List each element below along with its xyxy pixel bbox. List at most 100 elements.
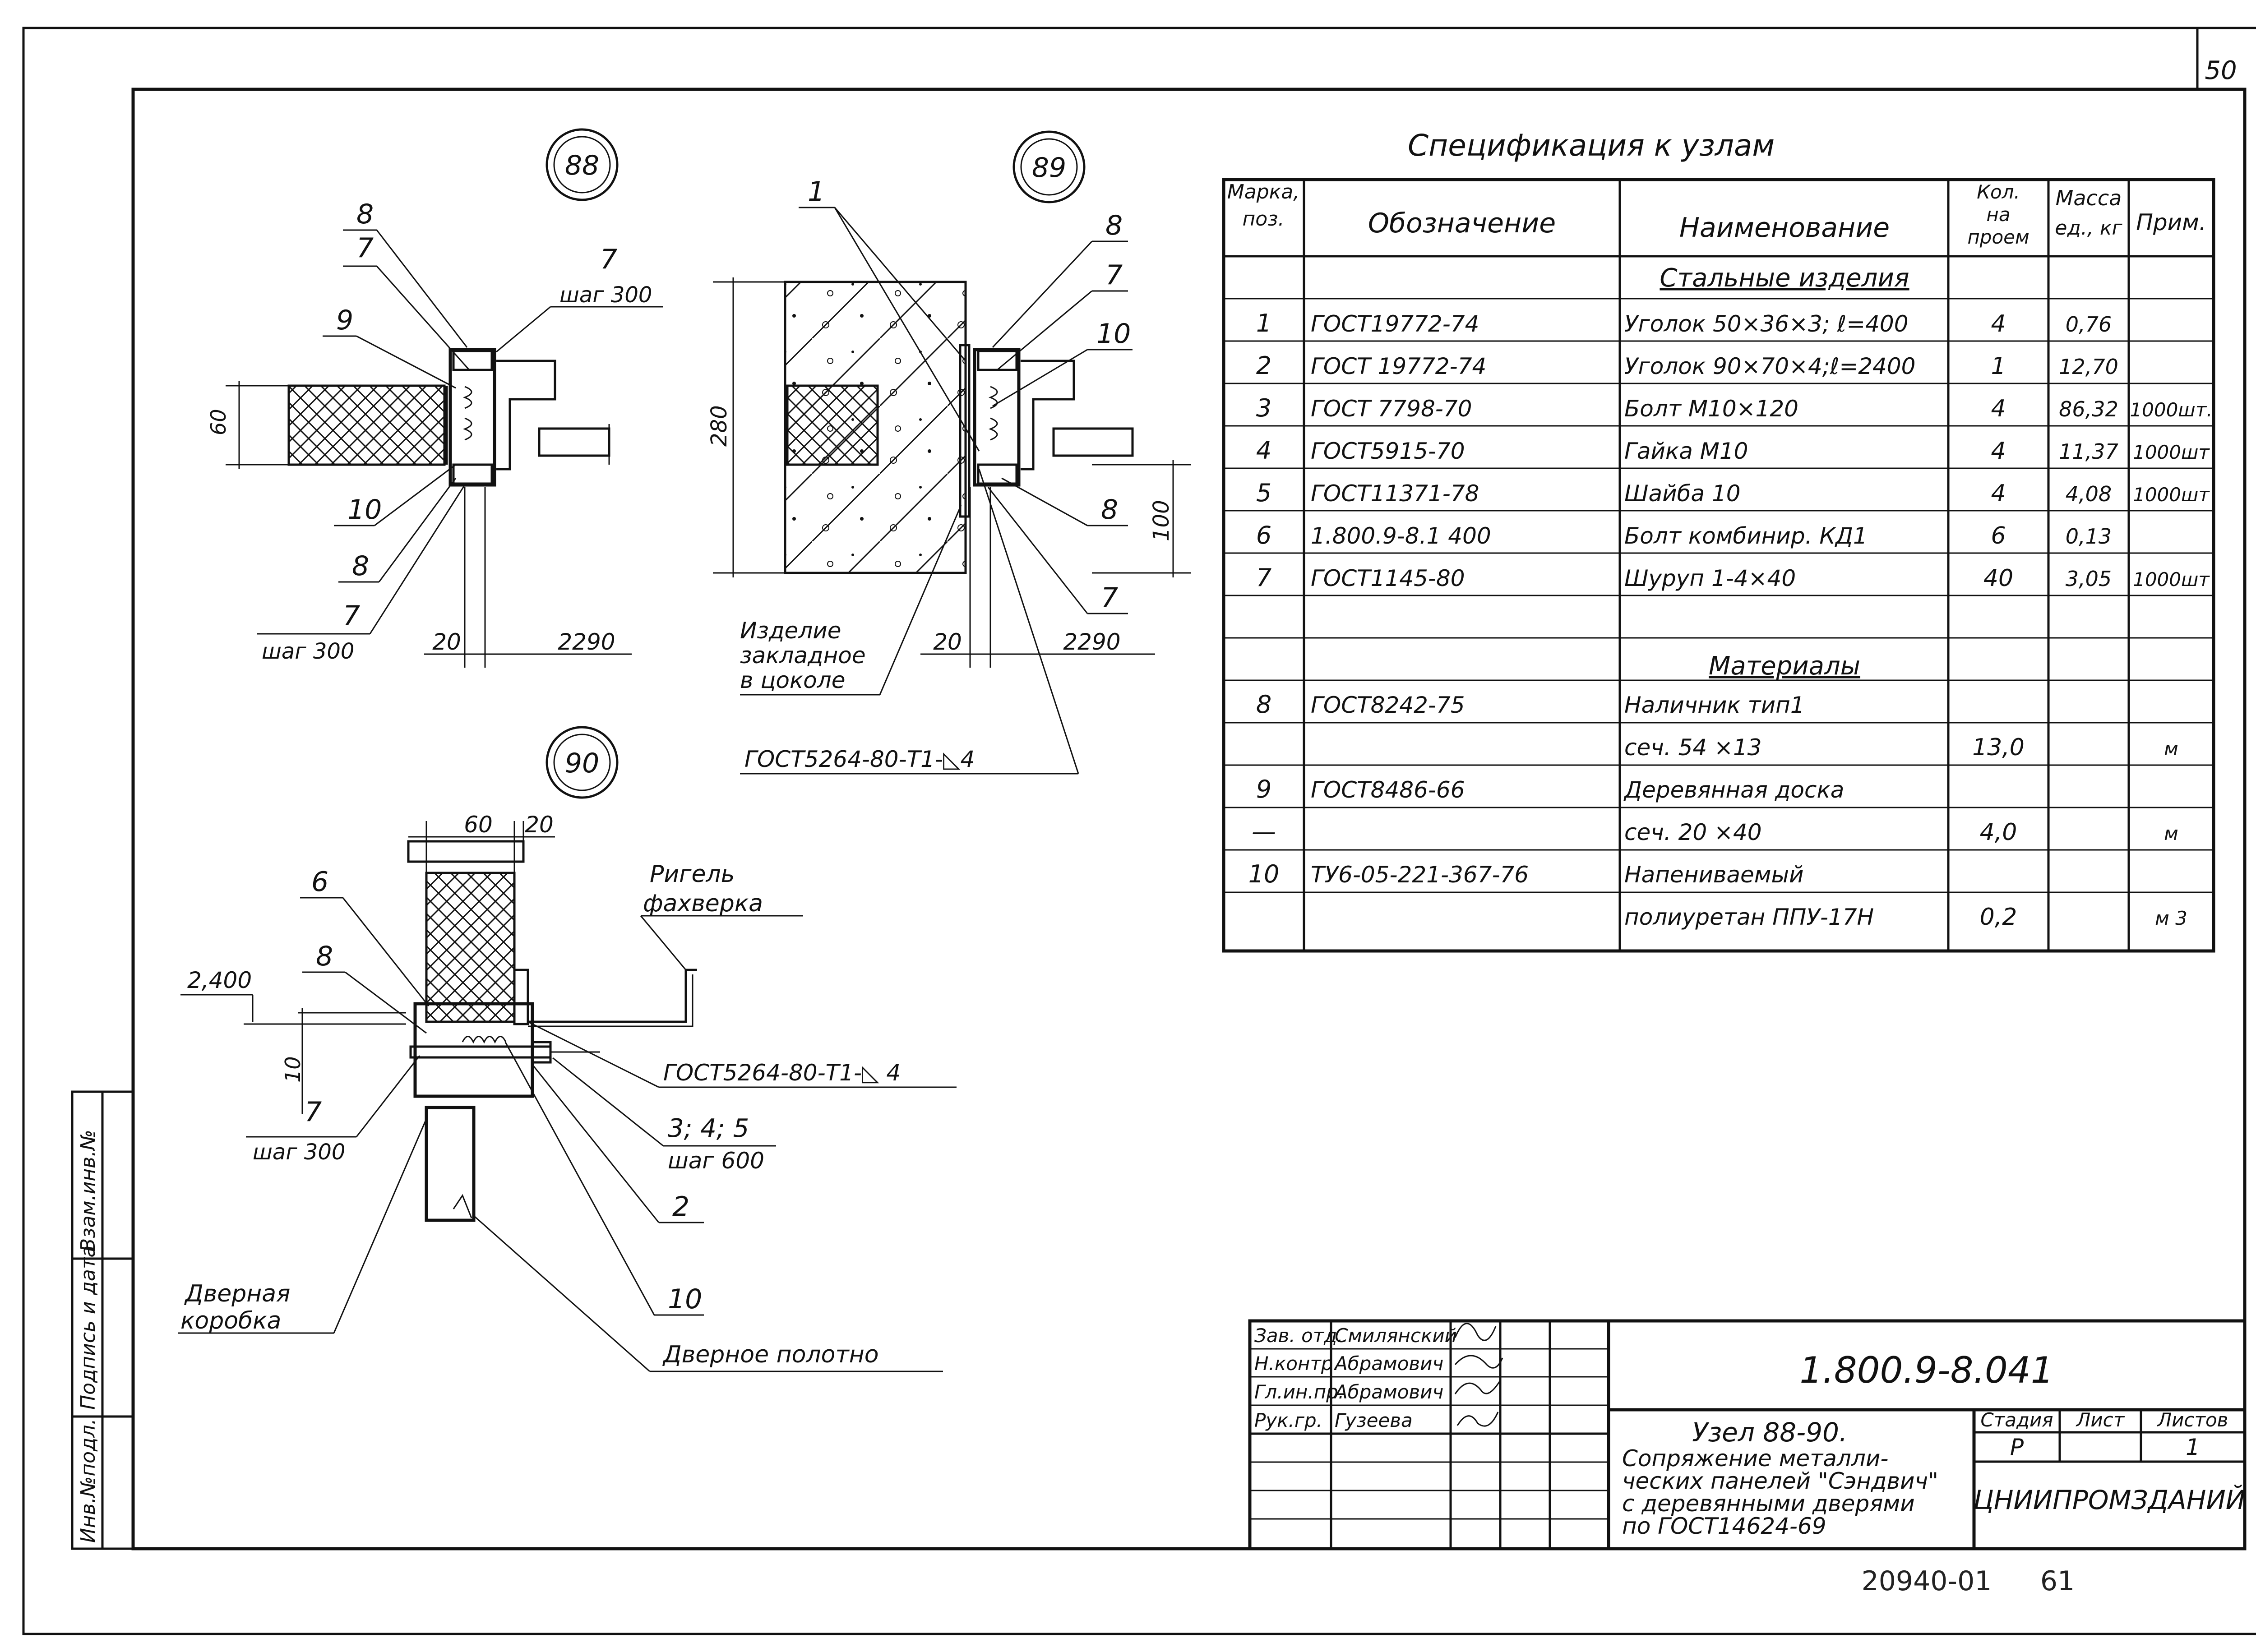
spec-cell-name: Наличник тип1 (1624, 692, 1805, 718)
node-90-door-frame-line2: коробка (180, 1307, 281, 1334)
spec-cell-doc: ГОСТ5915-70 (1311, 438, 1465, 464)
node-89-embedded-line1: Изделие (740, 618, 841, 644)
spec-header-designation: Обозначение (1368, 208, 1556, 239)
node-90-rigel-line1: Ригель (650, 861, 735, 888)
spec-cell-name: Напениваемый (1624, 862, 1803, 888)
signatures (1454, 1323, 1503, 1427)
sandwich-panel-89 (786, 384, 879, 466)
spec-cell-pos: 1 (1256, 309, 1271, 337)
spec-cell-pos: 4 (1256, 436, 1271, 465)
node-88-label-8-bottom: 8 (352, 550, 369, 582)
node-88-label-7-top: 7 (356, 232, 374, 264)
spec-cell-name: сеч. 20 ×40 (1624, 819, 1762, 845)
node-88-label-8-top: 8 (356, 198, 374, 230)
node-88-dim-2290: 2290 (558, 629, 615, 655)
spec-cell-mass: 0,13 (2066, 524, 2112, 549)
tb-stage: Р (2010, 1434, 2024, 1460)
spec-cell-name: Гайка М10 (1624, 438, 1748, 464)
spec-cell-doc: ГОСТ1145-80 (1311, 565, 1465, 591)
tb-title-5: по ГОСТ14624-69 (1622, 1513, 1826, 1539)
spec-cell-name: полиуретан ППУ-17Н (1624, 904, 1874, 930)
spec-cell-doc: 1.800.9-8.1 400 (1311, 523, 1491, 549)
node-89-weld-callout: ГОСТ5264-80-Т1-◺4 (744, 746, 975, 772)
spec-cell-name: сеч. 54 ×13 (1624, 734, 1762, 761)
node-89-label-1: 1 (808, 176, 825, 208)
node-90-bolts-label: 3; 4; 5 (668, 1114, 749, 1143)
tb-title-1: Узел 88-90. (1692, 1417, 1847, 1448)
spec-cell-name: Шуруп 1-4×40 (1624, 565, 1796, 591)
footer-page-number: 61 (2040, 1565, 2075, 1597)
node-89-label-7-top: 7 (1105, 259, 1123, 291)
tb-stage-label: Стадия (1980, 1409, 2053, 1431)
spec-cell-note: 1000шт (2133, 484, 2210, 506)
node-89-label-8-bottom: 8 (1101, 494, 1118, 526)
spec-cell-qty: 4 (1991, 395, 2006, 422)
node-89-label-7-bottom: 7 (1101, 582, 1118, 614)
spec-cell-qty: 4 (1991, 438, 2006, 465)
node-88-dim-60: 60 (206, 409, 231, 435)
node-90-label-6: 6 (311, 866, 328, 898)
spec-cell-pos: — (1252, 817, 1276, 846)
spec-section-steel: Стальные изделия (1660, 263, 1909, 293)
title-block: Зав. отд. Смилянский Н.контр. Абрамович … (1248, 1319, 2247, 1550)
sandwich-panel-88 (287, 384, 446, 466)
spec-cell-pos: 6 (1256, 521, 1271, 549)
node-88-label-10: 10 (347, 494, 382, 526)
node-90-number: 90 (565, 748, 599, 779)
spec-cell-mass: 4,08 (2066, 482, 2112, 506)
tb-name-1: Смилянский (1335, 1324, 1457, 1347)
spec-cell-doc: ГОСТ8242-75 (1311, 692, 1465, 718)
spec-cell-qty: 4,0 (1980, 819, 2017, 846)
spec-header-mass-1: Масса (2056, 186, 2122, 210)
node-90-dim-60: 60 (464, 812, 493, 838)
tb-code: 1.800.9-8.041 (1799, 1349, 2053, 1391)
spec-cell-pos: 2 (1256, 351, 1271, 380)
spec-cell-qty: 1 (1991, 353, 2006, 380)
node-90-door-frame-line1: Дверная (184, 1280, 290, 1307)
spec-cell-note: 1000шт (2133, 568, 2210, 591)
spec-header-name: Наименование (1679, 212, 1890, 244)
node-90-dim-10: 10 (281, 1056, 305, 1083)
spec-cell-note: 1000шт. (2130, 399, 2212, 421)
spec-cell-qty: 6 (1991, 522, 2006, 549)
node-88-label-7-bottom: 7 (343, 600, 360, 632)
spec-cell-pos: 8 (1256, 690, 1271, 719)
spec-cell-doc: ГОСТ 7798-70 (1311, 396, 1472, 422)
node-89-dim-280: 280 (707, 405, 732, 447)
node-90-dim-2400: 2,400 (187, 967, 252, 993)
side-stamp: Инв.№подл. Подпись и дата Взам.инв.№ (71, 1090, 134, 1550)
tb-title-2: Сопряжение металли- (1622, 1445, 1888, 1472)
spec-header-mass-2: ед., кг (2055, 217, 2122, 240)
node-90-label-10: 10 (668, 1283, 702, 1315)
spec-cell-note: м (2164, 822, 2178, 844)
spec-cell-note: м (2164, 738, 2178, 760)
spec-header-qty-2: на (1986, 203, 2010, 226)
node-88-number: 88 (565, 150, 599, 181)
spec-cell-pos: 7 (1256, 563, 1271, 592)
node-88-detail: 88 60 20 2290 8 7 7 шаг 300 9 10 (206, 128, 663, 668)
footer-archive-number: 20940-01 (1862, 1565, 1992, 1597)
spec-cell-pos: 3 (1256, 394, 1271, 422)
stamp-sign-label: Подпись и дата (77, 1246, 100, 1410)
node-89-label-8-top: 8 (1105, 210, 1123, 241)
spec-cell-name: Уголок 90×70×4;ℓ=2400 (1624, 353, 1915, 379)
spec-cell-name: Болт комбинир. КД1 (1624, 523, 1868, 549)
tb-sheets-label: Листов (2157, 1409, 2228, 1431)
spec-cell-note: 1000шт (2133, 441, 2210, 463)
spec-header-mark-2: поз. (1242, 208, 1284, 231)
sheet-frame: 50 (22, 27, 2256, 1635)
spec-cell-mass: 0,76 (2066, 312, 2112, 337)
node-90-rigel-line2: фахверка (643, 890, 763, 917)
spec-cell-qty: 40 (1983, 565, 2013, 592)
node-89-number: 89 (1032, 152, 1066, 184)
node-90-shag-bolts: шаг 600 (668, 1148, 764, 1174)
spec-cell-doc: ГОСТ19772-74 (1311, 311, 1479, 337)
spec-cell-name: Деревянная доска (1623, 777, 1844, 803)
spec-cell-pos: 9 (1256, 775, 1271, 803)
spec-cell-name: Шайба 10 (1624, 480, 1741, 507)
node-90-shag-7: шаг 300 (253, 1140, 345, 1165)
tb-title-3: ческих панелей "Сэндвич" (1622, 1468, 1938, 1494)
spec-cell-pos: 10 (1248, 860, 1280, 888)
spec-header-mark-1: Марка, (1227, 180, 1299, 203)
